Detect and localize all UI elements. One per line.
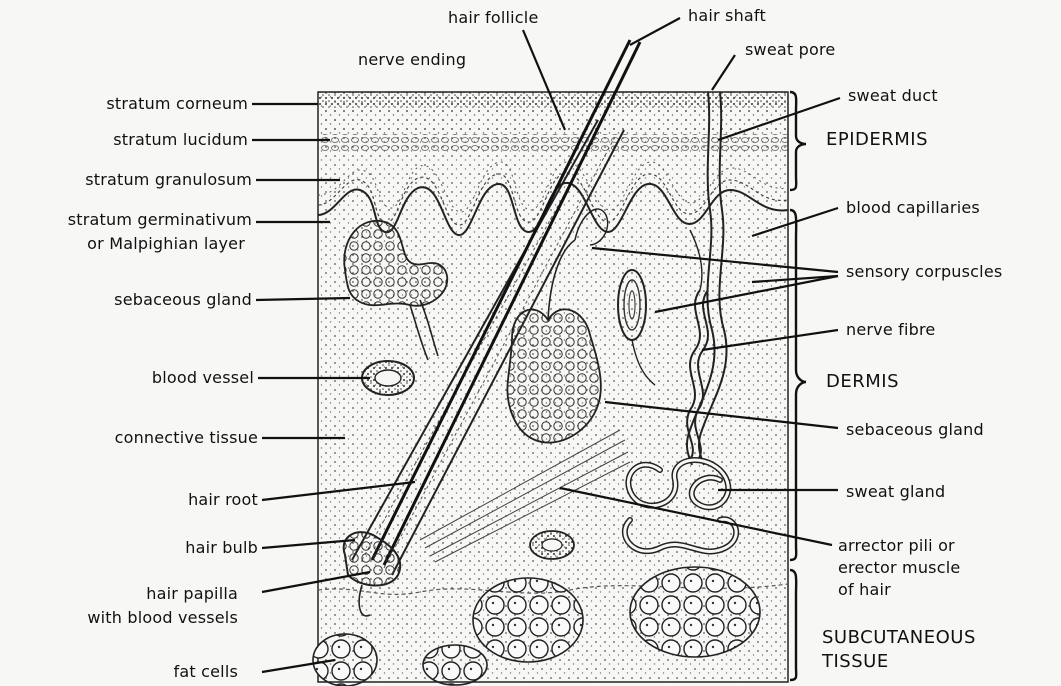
label-hair-shaft: hair shaft bbox=[688, 6, 766, 26]
label-hair-root: hair root bbox=[188, 490, 258, 510]
label-stratum-granulosum: stratum granulosum bbox=[85, 170, 252, 190]
label-hair-follicle: hair follicle bbox=[448, 8, 539, 28]
label-sweat-gland: sweat gland bbox=[846, 482, 945, 502]
label-hair-papilla: hair papilla bbox=[146, 584, 238, 604]
label-nerve-ending: nerve ending bbox=[358, 50, 466, 70]
label-nerve-fibre: nerve fibre bbox=[846, 320, 935, 340]
label-stratum-lucidum: stratum lucidum bbox=[113, 130, 248, 150]
label-hair-bulb: hair bulb bbox=[185, 538, 258, 558]
label-arrector-pili: arrector pili or bbox=[838, 536, 955, 556]
label-sebaceous-gland-left: sebaceous gland bbox=[114, 290, 252, 310]
label-stratum-corneum: stratum corneum bbox=[106, 94, 248, 114]
label-blood-vessel: blood vessel bbox=[152, 368, 254, 388]
label-sweat-duct: sweat duct bbox=[848, 86, 938, 106]
region-subcutaneous: SUBCUTANEOUS bbox=[822, 628, 976, 648]
region-tissue: TISSUE bbox=[822, 652, 889, 672]
label-malpighian-layer: or Malpighian layer bbox=[87, 234, 245, 254]
label-with-blood-vessels: with blood vessels bbox=[87, 608, 238, 628]
stratum-lucidum-band bbox=[318, 110, 788, 134]
region-dermis: DERMIS bbox=[826, 372, 899, 392]
region-braces bbox=[790, 92, 806, 680]
label-blood-capillaries: blood capillaries bbox=[846, 198, 980, 218]
label-sensory-corpuscles: sensory corpuscles bbox=[846, 262, 1002, 282]
label-of-hair: of hair bbox=[838, 580, 891, 600]
label-stratum-germinativum: stratum germinativum bbox=[68, 210, 252, 230]
dermal-vessel bbox=[530, 531, 574, 559]
label-fat-cells: fat cells bbox=[174, 662, 238, 682]
label-erector-muscle: erector muscle bbox=[838, 558, 960, 578]
region-epidermis: EPIDERMIS bbox=[826, 130, 928, 150]
label-sebaceous-gland-right: sebaceous gland bbox=[846, 420, 984, 440]
label-sweat-pore: sweat pore bbox=[745, 40, 835, 60]
label-connective-tissue: connective tissue bbox=[115, 428, 258, 448]
